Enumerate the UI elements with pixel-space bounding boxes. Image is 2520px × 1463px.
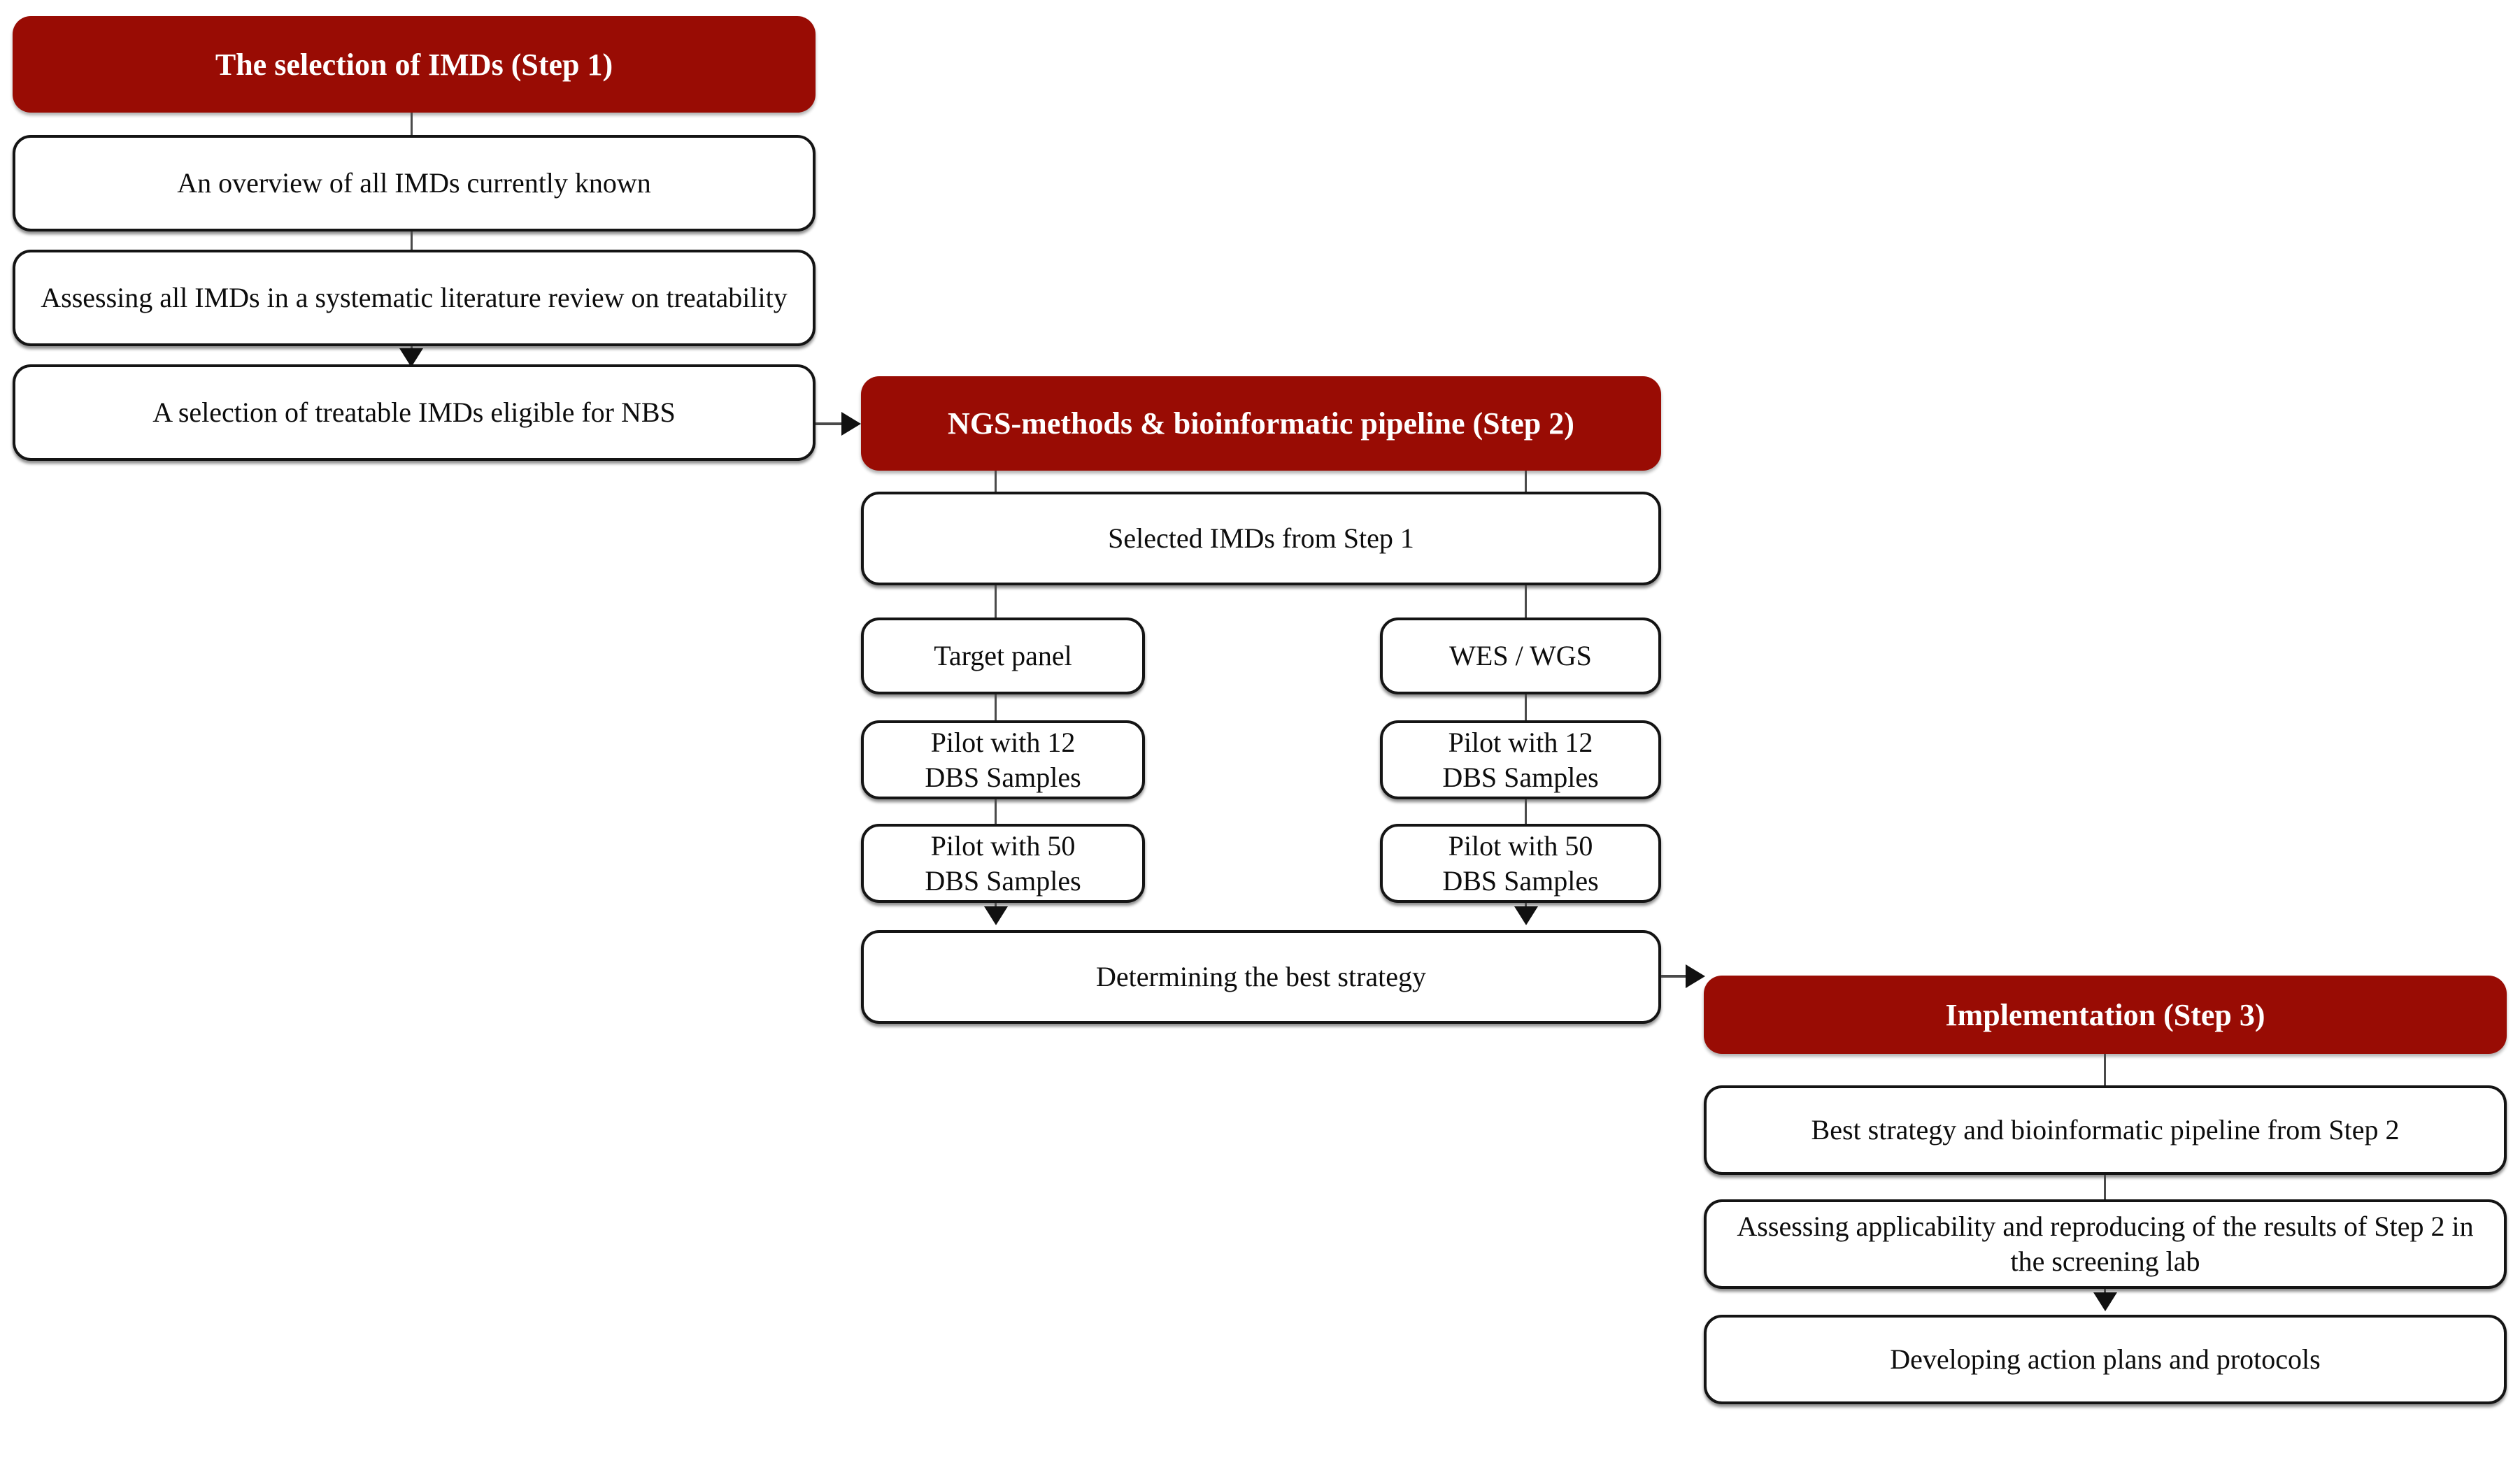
step1-node-1-label: An overview of all IMDs currently known	[177, 167, 651, 199]
step3-node-2[interactable]: Assessing applicability and reproducing …	[1704, 1199, 2507, 1289]
step2-node-target-panel[interactable]: Target panel	[861, 618, 1145, 694]
connector-step3-node1-to-node2	[2104, 1175, 2106, 1200]
step1-node-1[interactable]: An overview of all IMDs currently known	[13, 135, 816, 231]
step2-header-label: NGS-methods & bioinformatic pipeline (St…	[948, 406, 1574, 441]
step3-header-box[interactable]: Implementation (Step 3)	[1704, 976, 2507, 1054]
connector-step1-node1-to-node2	[411, 231, 413, 250]
connector-step2-header-to-node1-left	[995, 471, 997, 492]
step3-header-label: Implementation (Step 3)	[1945, 997, 2265, 1032]
step2-node-best-strategy-label: Determining the best strategy	[1095, 961, 1427, 992]
connector-wes-wgs-to-pilot12	[1525, 694, 1527, 721]
step2-node-target-panel-label: Target panel	[934, 640, 1072, 671]
connector-step2-to-step3	[1661, 975, 1700, 978]
connector-step2-header-to-node1-right	[1525, 471, 1527, 492]
step1-node-3-label: A selection of treatable IMDs eligible f…	[152, 397, 676, 428]
connector-pilot12-to-pilot50-left	[995, 799, 997, 825]
step2-node-wes-wgs-label: WES / WGS	[1449, 640, 1592, 671]
step2-node-pilot50-right[interactable]: Pilot with 50 DBS Samples	[1380, 824, 1661, 903]
step2-node-selected-imds[interactable]: Selected IMDs from Step 1	[861, 492, 1661, 585]
arrowhead-step1-node2-to-node3	[399, 348, 423, 367]
step3-node-1[interactable]: Best strategy and bioinformatic pipeline…	[1704, 1085, 2507, 1175]
connector-step3-header-to-node1	[2104, 1054, 2106, 1086]
step2-header-box[interactable]: NGS-methods & bioinformatic pipeline (St…	[861, 376, 1661, 471]
arrowhead-step2-to-step3	[1686, 964, 1705, 988]
step1-node-3[interactable]: A selection of treatable IMDs eligible f…	[13, 364, 816, 461]
step3-node-3[interactable]: Developing action plans and protocols	[1704, 1315, 2507, 1404]
arrowhead-pilot50-to-strategy-left	[984, 906, 1008, 925]
step2-node-pilot12-left-label: Pilot with 12 DBS Samples	[925, 726, 1081, 793]
step2-node-pilot12-right-label: Pilot with 12 DBS Samples	[1442, 726, 1599, 793]
step3-node-1-label: Best strategy and bioinformatic pipeline…	[1811, 1114, 2400, 1146]
step1-node-2[interactable]: Assessing all IMDs in a systematic liter…	[13, 250, 816, 346]
step2-node-pilot50-right-label: Pilot with 50 DBS Samples	[1442, 829, 1599, 897]
connector-step1-to-step2	[816, 422, 854, 425]
arrowhead-step3-node2-to-node3	[2093, 1292, 2117, 1311]
step2-node-wes-wgs[interactable]: WES / WGS	[1380, 618, 1661, 694]
connector-selected-to-wes-wgs	[1525, 585, 1527, 618]
connector-selected-to-target-panel	[995, 585, 997, 618]
step2-node-pilot50-left-label: Pilot with 50 DBS Samples	[925, 829, 1081, 897]
arrowhead-step1-to-step2	[841, 412, 861, 436]
connector-pilot12-to-pilot50-right	[1525, 799, 1527, 825]
step2-node-pilot12-left[interactable]: Pilot with 12 DBS Samples	[861, 720, 1145, 799]
step1-header-box[interactable]: The selection of IMDs (Step 1)	[13, 16, 816, 113]
step3-node-2-label: Assessing applicability and reproducing …	[1737, 1211, 2474, 1277]
step1-header-label: The selection of IMDs (Step 1)	[215, 47, 613, 82]
step2-node-pilot12-right[interactable]: Pilot with 12 DBS Samples	[1380, 720, 1661, 799]
connector-step1-header-to-node1	[411, 113, 413, 136]
step2-node-best-strategy[interactable]: Determining the best strategy	[861, 930, 1661, 1024]
step2-node-pilot50-left[interactable]: Pilot with 50 DBS Samples	[861, 824, 1145, 903]
step2-node-selected-imds-label: Selected IMDs from Step 1	[1108, 522, 1414, 554]
step3-node-3-label: Developing action plans and protocols	[1890, 1343, 2321, 1375]
step1-node-2-label: Assessing all IMDs in a systematic liter…	[41, 282, 788, 313]
connector-target-panel-to-pilot12	[995, 694, 997, 721]
arrowhead-pilot50-to-strategy-right	[1514, 906, 1538, 925]
